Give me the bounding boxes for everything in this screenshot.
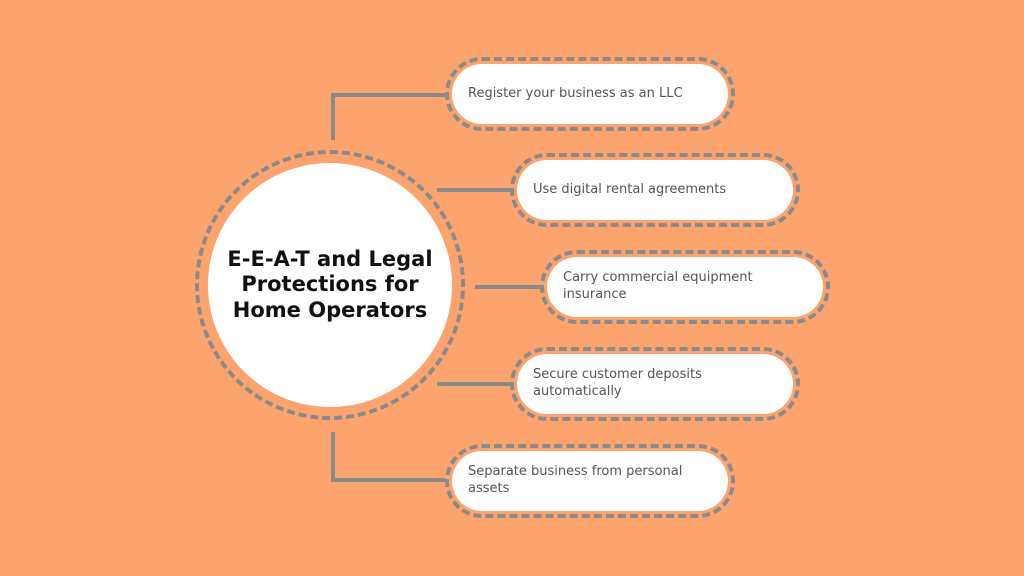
item-label-1: Register your business as an LLC [468, 85, 683, 101]
item-label-5: Separate business from personal assets [468, 464, 683, 496]
item-node-4: Secure customer deposits automatically [517, 354, 793, 414]
connector-item-5 [331, 432, 445, 482]
item-node-1: Register your business as an LLC [452, 64, 728, 124]
item-node-5: Separate business from personal assets [452, 451, 728, 511]
item-label-4: Secure customer deposits automatically [533, 367, 702, 399]
item-node-2: Use digital rental agreements [517, 160, 793, 220]
item-label-2: Use digital rental agreements [533, 181, 727, 197]
center-node: E-E-A-T and Legal Protections for Home O… [208, 163, 452, 407]
item-node-3: Carry commercial equipment insurance [547, 257, 823, 317]
item-3-dashed-ring [540, 250, 830, 324]
item-4-dashed-ring [510, 347, 800, 421]
item-2-dashed-ring [510, 153, 800, 227]
item-label-3: Carry commercial equipment insurance [563, 270, 753, 302]
center-title: E-E-A-T and Legal Protections for Home O… [227, 247, 433, 322]
item-5-dashed-ring [445, 444, 735, 518]
center-node-dashed-ring [195, 150, 465, 420]
item-1-dashed-ring [445, 57, 735, 131]
connector-item-1 [331, 93, 445, 140]
